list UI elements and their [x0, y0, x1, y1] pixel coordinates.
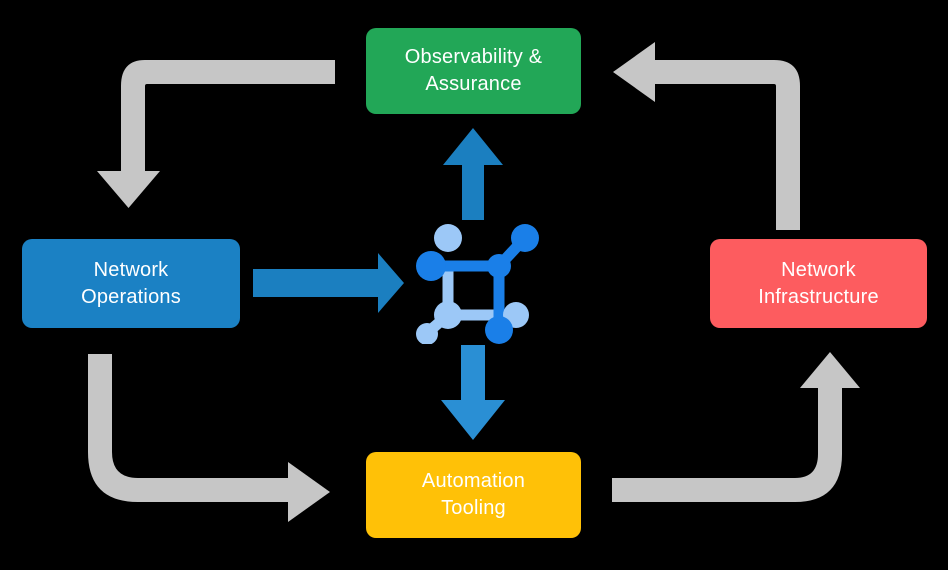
node-automation-tooling[interactable]: Automation Tooling: [366, 452, 581, 538]
connector-hub-to-observability: [443, 128, 503, 220]
connector-netops-to-hub: [253, 253, 404, 313]
connector-observability-to-netops: [97, 60, 335, 208]
node-network-operations[interactable]: Network Operations: [22, 239, 240, 328]
connector-netinfra-to-observability: [613, 42, 800, 230]
node-network-infrastructure[interactable]: Network Infrastructure: [710, 239, 927, 328]
connector-hub-to-automation: [441, 345, 505, 440]
connector-netops-to-automation: [88, 354, 330, 522]
connector-automation-to-netinfra: [612, 352, 860, 502]
network-topology-icon: [416, 224, 539, 344]
node-observability-assurance[interactable]: Observability & Assurance: [366, 28, 581, 114]
